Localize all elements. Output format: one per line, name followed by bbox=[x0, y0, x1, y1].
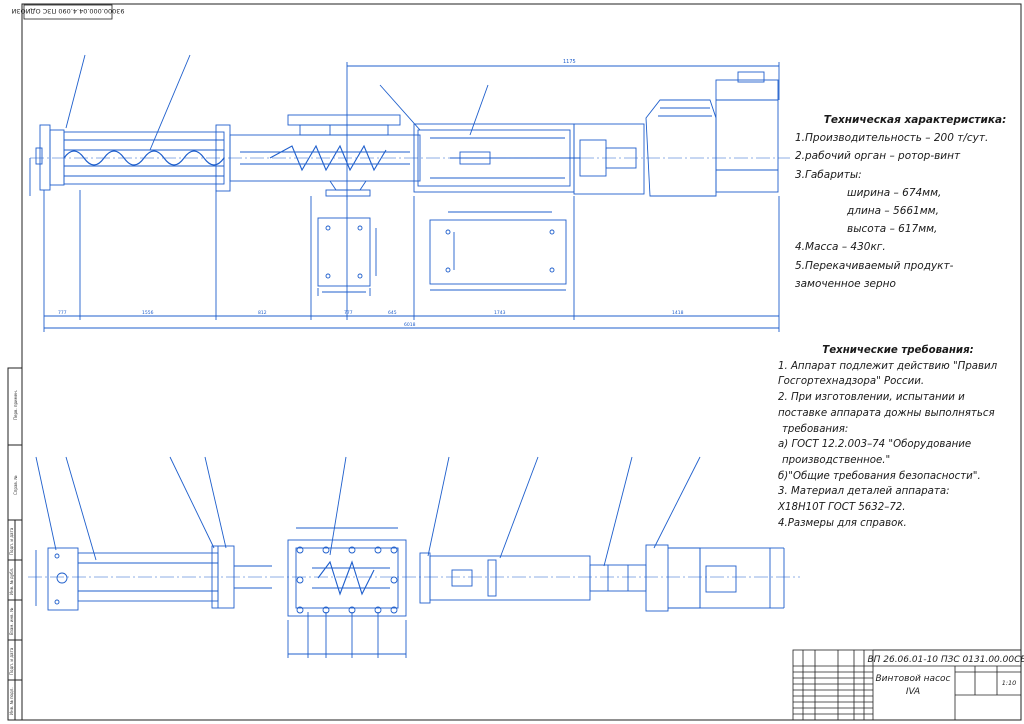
dim-segment-7: 1418 bbox=[672, 310, 684, 316]
tech-req-line: 1. Аппарат подлежит действию "Правил bbox=[778, 360, 998, 372]
title-block-text: ВП 26.06.01-10 ПЗС 0131.00.00СБ Винтовой… bbox=[867, 655, 1024, 697]
tech-requirements: Технические требования: 1. Аппарат подле… bbox=[778, 343, 1018, 531]
tech-characteristics: Техническая характеристика: 1.Производит… bbox=[795, 111, 1020, 293]
svg-text:Взам. инв. №: Взам. инв. № bbox=[9, 608, 14, 635]
tech-char-line: 1.Производительность – 200 т/сут. bbox=[795, 132, 989, 145]
tech-char-line: замоченное зерно bbox=[795, 277, 896, 290]
tech-char-line: 3.Габариты: bbox=[795, 168, 862, 181]
side-strip-labels: Перв. примен. Справ. № Подп. и дата Инв.… bbox=[9, 390, 18, 715]
tech-char-line: длина – 5661мм, bbox=[847, 205, 939, 218]
tech-req-line: б)"Общие требования безопасности". bbox=[778, 470, 981, 482]
drawing-name-line2: IVA bbox=[906, 687, 920, 697]
tech-char-line: ширина – 674мм, bbox=[847, 186, 942, 199]
tech-req-line: требования: bbox=[782, 423, 849, 435]
top-dimension-value: 1175 bbox=[563, 59, 576, 65]
dim-segment-4: 777 bbox=[344, 310, 353, 316]
tech-char-line: 4.Масса – 430кг. bbox=[795, 241, 886, 254]
svg-text:Подп. и дата: Подп. и дата bbox=[9, 527, 14, 555]
tech-req-line: Госгортехнадзора" России. bbox=[778, 376, 925, 388]
top-view: 1175 bbox=[29, 54, 790, 332]
tech-req-line: 3. Материал деталей аппарата: bbox=[778, 486, 950, 498]
tech-req-line: поставке аппарата дожны выполняться bbox=[778, 407, 995, 419]
rotated-stamp-box: 93000.000.04.4.090 ПЗС ОДИОЗИ bbox=[11, 4, 125, 20]
tech-req-line: 2. При изготовлении, испытании и bbox=[778, 392, 965, 404]
tech-char-line: 2.рабочий орган – ротор-винт bbox=[795, 150, 961, 163]
dim-segment-6: 1743 bbox=[494, 310, 506, 316]
svg-text:Справ. №: Справ. № bbox=[13, 476, 18, 495]
tech-char-line: высота – 617мм, bbox=[847, 223, 938, 236]
tech-req-line: производственное." bbox=[782, 454, 891, 466]
sheet-frame bbox=[7, 3, 1022, 721]
dim-segment-2: 1556 bbox=[142, 310, 154, 316]
drawing-name-line1: Винтовой насос bbox=[876, 674, 951, 684]
tech-characteristics-title: Техническая характеристика: bbox=[823, 114, 1007, 126]
top-dimension-labels: 777 1556 812 777 645 1743 1418 6018 bbox=[58, 310, 684, 328]
svg-text:Инв. № подл.: Инв. № подл. bbox=[9, 687, 14, 715]
tech-req-line: а) ГОСТ 12.2.003–74 "Оборудование bbox=[778, 439, 972, 451]
drawing-scale: 1:10 bbox=[1002, 679, 1017, 687]
tech-req-line: 4.Размеры для справок. bbox=[778, 517, 907, 529]
svg-text:Подп. и дата: Подп. и дата bbox=[9, 647, 14, 675]
tech-req-line: Х18Н10Т ГОСТ 5632–72. bbox=[778, 502, 906, 514]
dim-segment-1: 777 bbox=[58, 310, 67, 316]
title-block bbox=[792, 649, 1022, 721]
plan-view bbox=[28, 456, 800, 658]
drawing-designation: ВП 26.06.01-10 ПЗС 0131.00.00СБ bbox=[867, 655, 1024, 665]
bottom-dimension-value: 6018 bbox=[404, 322, 416, 328]
tech-char-line: 5.Перекачиваемый продукт- bbox=[795, 259, 954, 272]
top-dimension: 1175 bbox=[346, 59, 780, 200]
svg-text:Инв. № дубл.: Инв. № дубл. bbox=[9, 568, 14, 595]
svg-text:Перв. примен.: Перв. примен. bbox=[13, 390, 18, 420]
dim-segment-5: 645 bbox=[388, 310, 397, 316]
tech-requirements-title: Технические требования: bbox=[822, 345, 974, 356]
rotated-stamp-text: 93000.000.04.4.090 ПЗС ОДИОЗИ bbox=[11, 7, 124, 15]
dim-segment-3: 812 bbox=[258, 310, 267, 316]
